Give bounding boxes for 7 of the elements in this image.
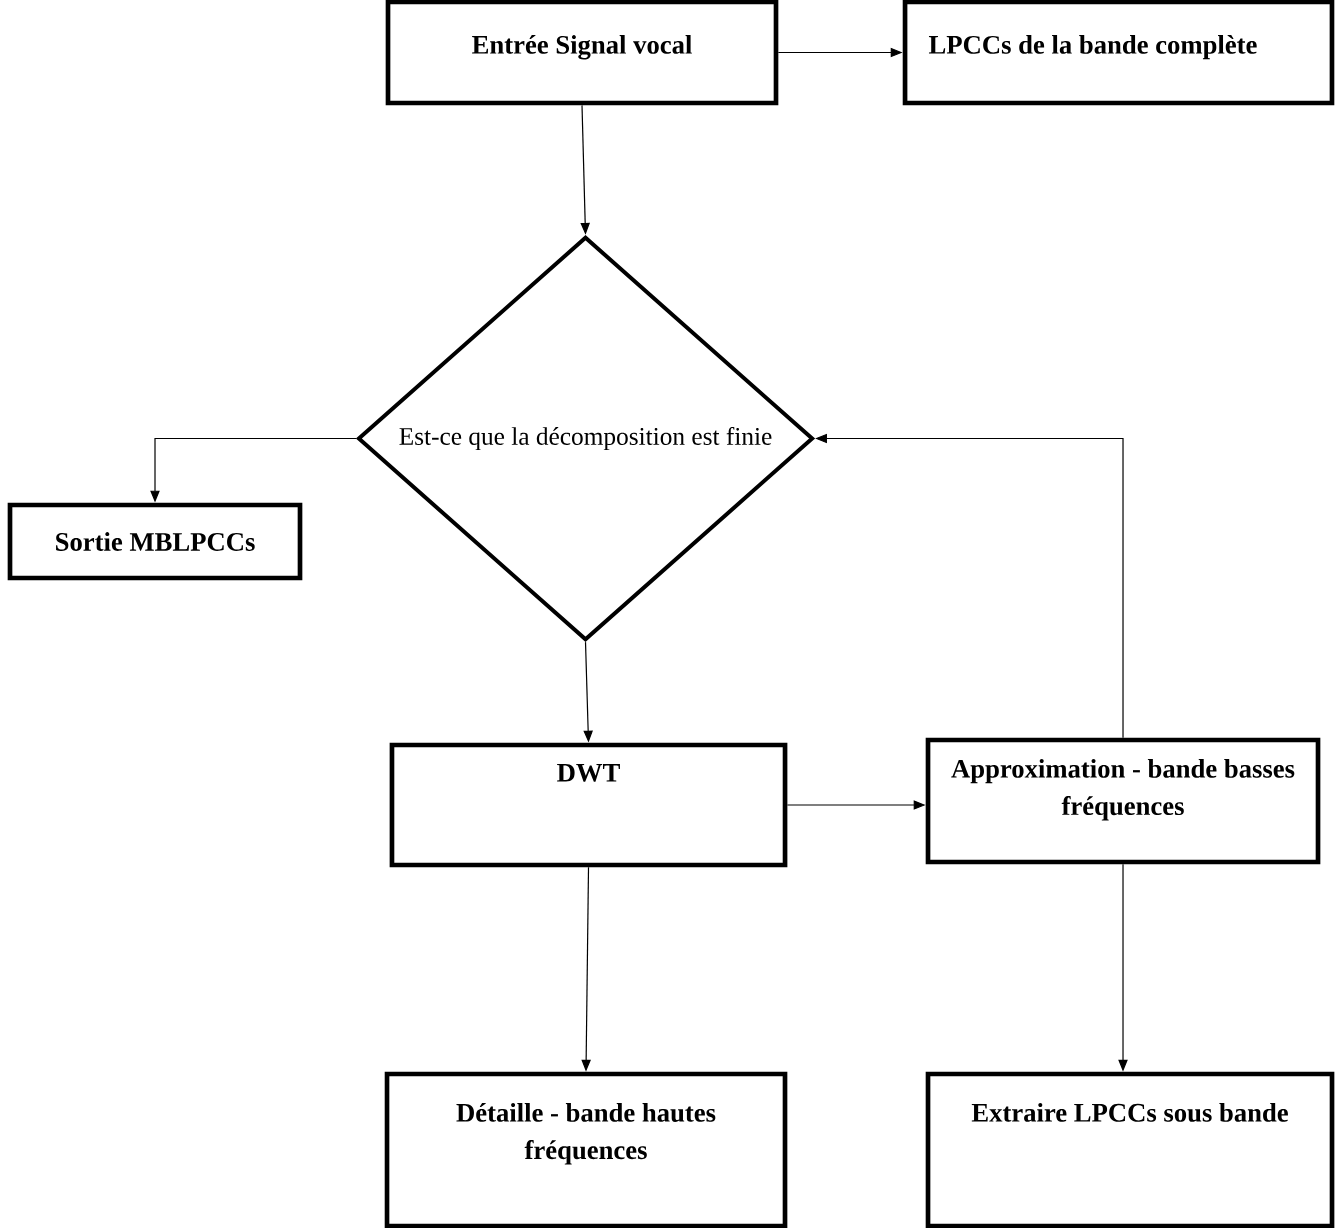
process-box: Détaille - bande hautes fréquences	[384, 1071, 788, 1228]
process-box: Entrée Signal vocal	[385, 0, 779, 106]
process-box: DWT	[389, 742, 788, 868]
process-box: Approximation - bande basses fréquences	[925, 737, 1321, 865]
process-box: Sortie MBLPCCs	[7, 502, 303, 581]
process-box: Extraire LPCCs sous bande	[925, 1071, 1335, 1228]
process-box: LPCCs de la bande complète	[902, 0, 1335, 106]
